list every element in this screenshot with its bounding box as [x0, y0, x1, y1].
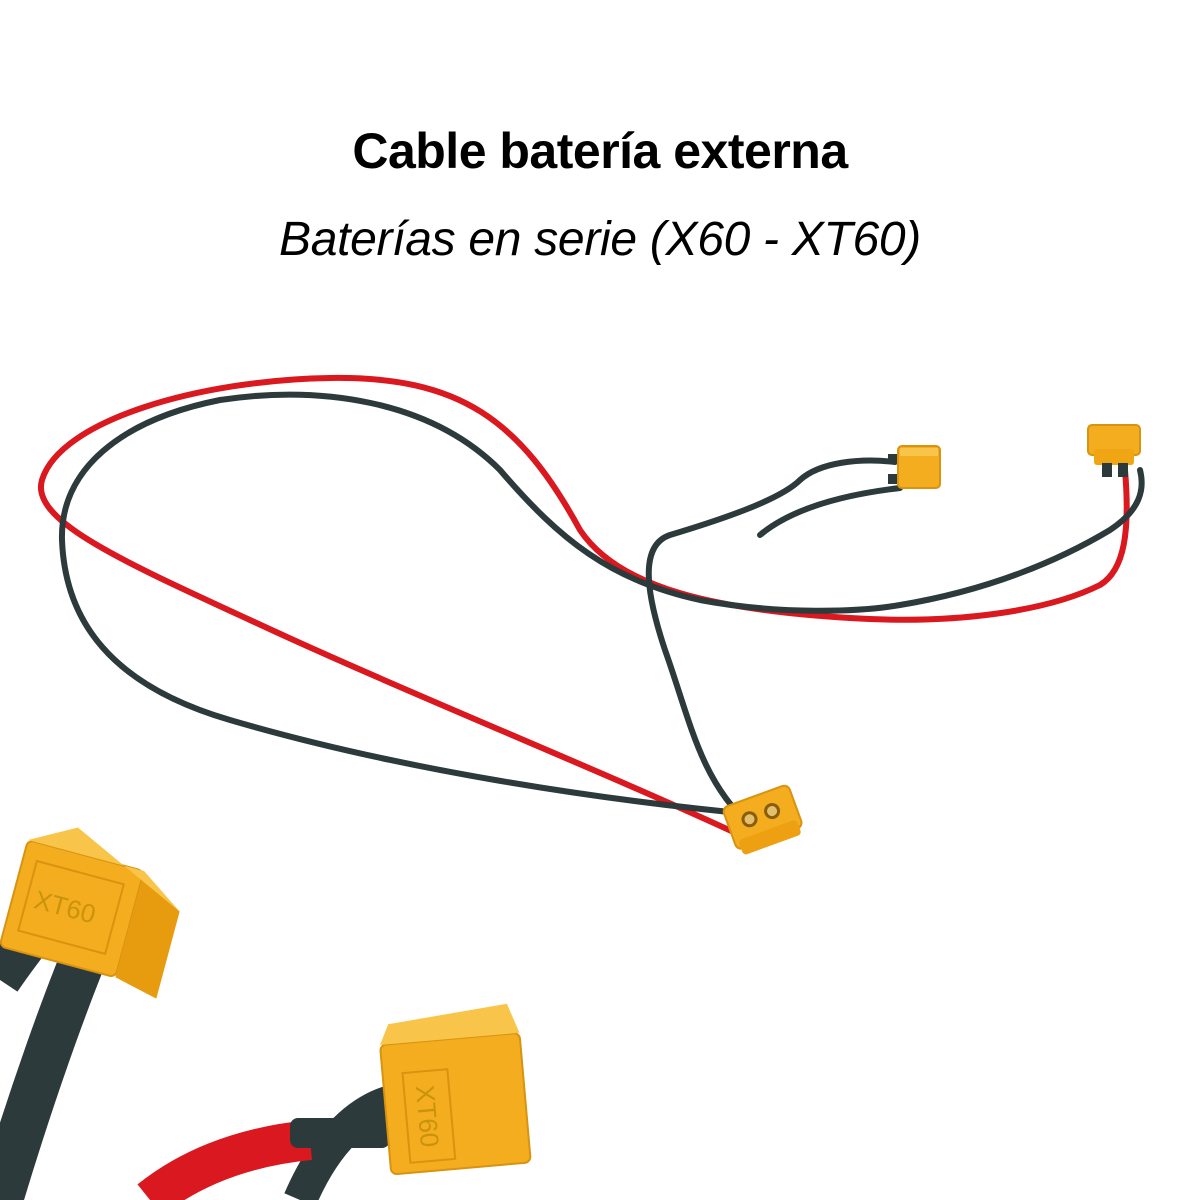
inset-connector-1: XT60: [0, 827, 180, 999]
dark-wire-2: [757, 485, 903, 538]
red-wire: [37, 374, 1130, 838]
xt60-connector-right: [1087, 424, 1141, 477]
dark-wire: [645, 457, 898, 828]
xt60-connector-bottom: [722, 784, 803, 855]
inset-closeup: XT60 XT60: [0, 827, 532, 1200]
inset-connector-2-label: XT60: [410, 1084, 445, 1149]
page-subtitle: Baterías en serie (X60 - XT60): [279, 213, 921, 266]
inset-dark-wire-3: [284, 1083, 404, 1200]
dark-wire-loop: [58, 391, 1145, 818]
cable-assembly: [37, 374, 1145, 838]
inset-connector-2: XT60: [379, 1003, 532, 1176]
page-title: Cable batería externa: [352, 123, 848, 179]
xt60-connector-middle: [888, 445, 941, 489]
